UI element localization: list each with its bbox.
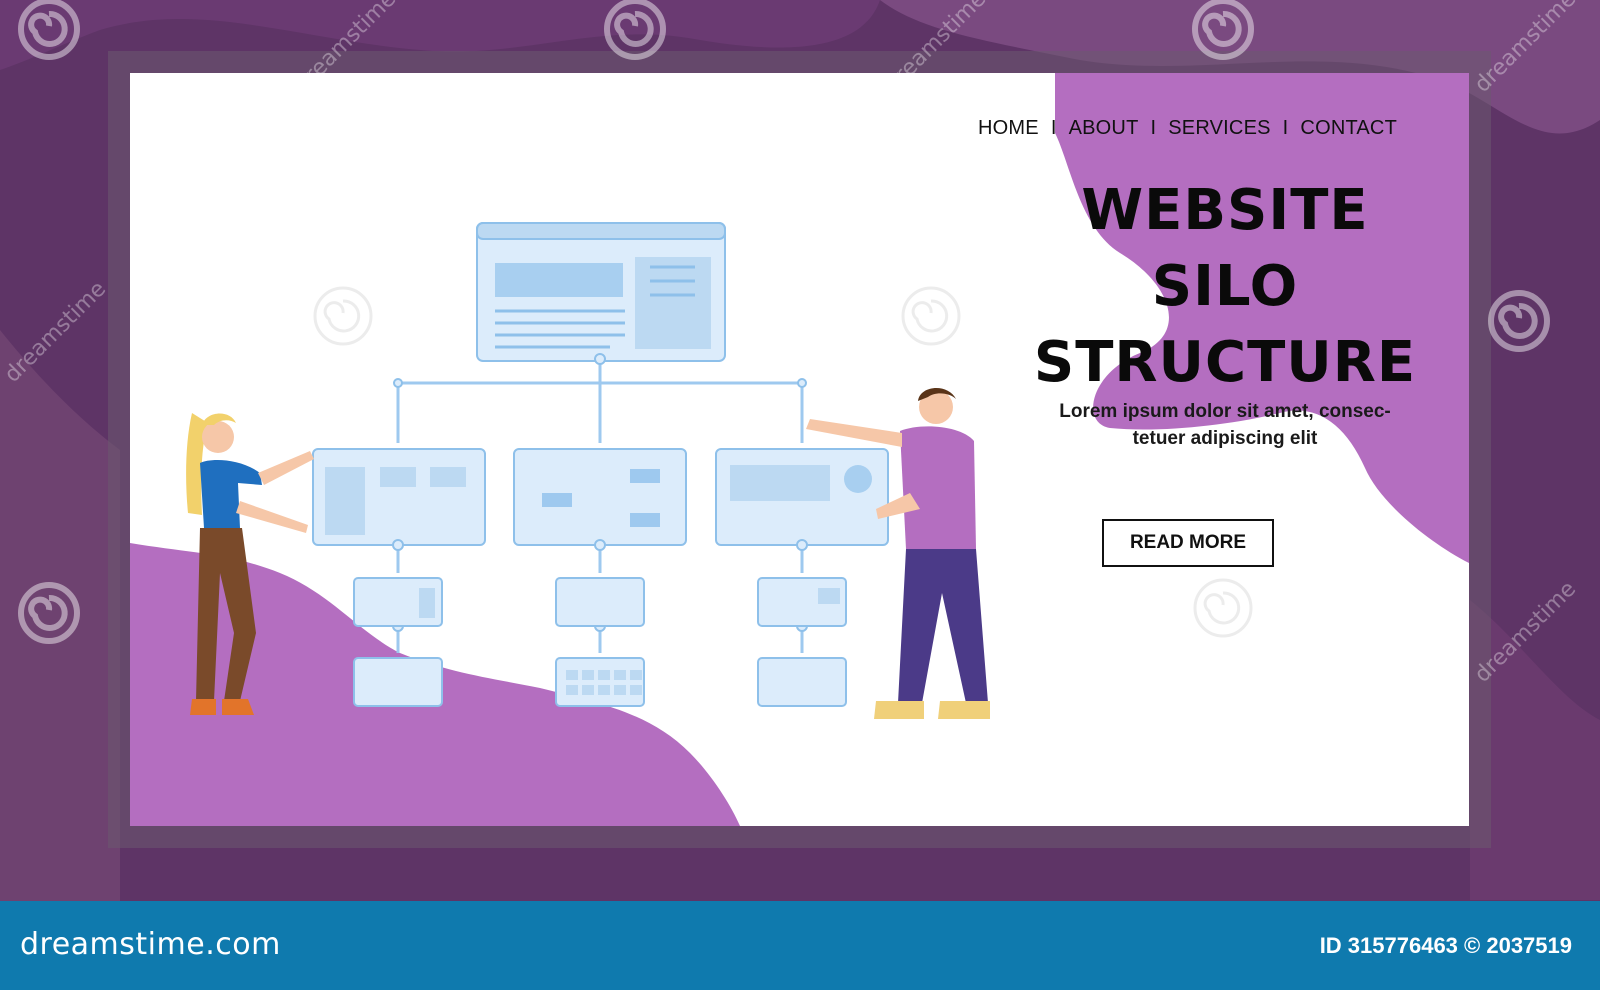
hero-title: WEBSITE SILO STRUCTURE	[940, 173, 1469, 401]
nav-separator: I	[1150, 117, 1157, 139]
nav-about-link[interactable]: ABOUT	[1068, 117, 1139, 139]
nav-separator: I	[1282, 117, 1289, 139]
hero-subtitle: Lorem ipsum dolor sit amet, consec- tetu…	[970, 398, 1469, 452]
man-figure	[806, 387, 990, 719]
hero-subtitle-line: tetuer adipiscing elit	[1132, 428, 1318, 449]
hero-title-line: STRUCTURE	[1033, 330, 1417, 395]
footer-image-id: ID 315776463 © 2037519	[1319, 933, 1572, 958]
stock-footer-bar: dreamstime.com ID 315776463 © 2037519	[0, 901, 1600, 990]
nav-services-link[interactable]: SERVICES	[1168, 117, 1271, 139]
read-more-button[interactable]: READ MORE	[1102, 519, 1274, 567]
landing-card: HOME I ABOUT I SERVICES I CONTACT WEBSIT…	[130, 73, 1469, 826]
hero-title-line: WEBSITE	[1081, 178, 1369, 243]
hero-subtitle-line: Lorem ipsum dolor sit amet, consec-	[1059, 401, 1391, 422]
hero-title-line: SILO	[1151, 254, 1299, 319]
nav-home-link[interactable]: HOME	[978, 117, 1039, 139]
nav-separator: I	[1050, 117, 1057, 139]
nav-contact-link[interactable]: CONTACT	[1300, 117, 1397, 139]
top-nav: HOME I ABOUT I SERVICES I CONTACT	[978, 117, 1397, 140]
sitemap-diagram	[312, 222, 889, 707]
footer-brand: dreamstime.com	[20, 927, 281, 962]
card-illustration	[130, 73, 1469, 826]
woman-figure	[186, 413, 314, 715]
